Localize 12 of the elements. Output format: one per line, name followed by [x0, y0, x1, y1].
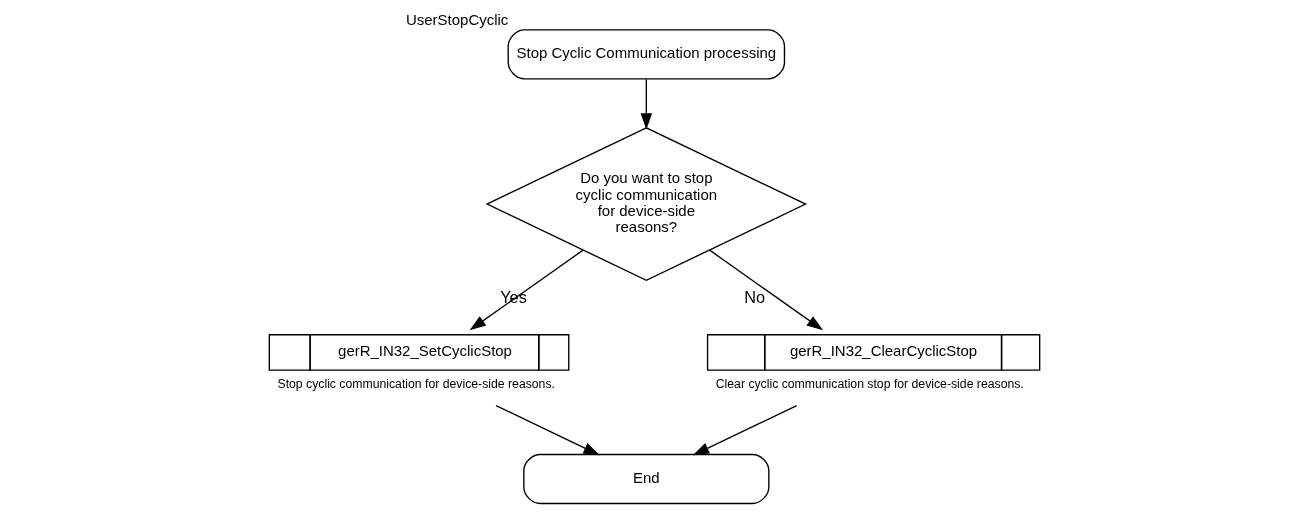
node-box: Stop Cyclic Communication processing — [507, 29, 786, 80]
arrow — [708, 249, 824, 331]
node-diamond: Do you want to stop cyclic communication for device-side reasons? — [485, 127, 808, 282]
arrow — [692, 404, 798, 456]
arrow — [469, 249, 584, 331]
edge-label: No — [744, 287, 766, 306]
node-box: End — [523, 453, 770, 505]
arrow — [495, 404, 600, 456]
arrow — [640, 78, 653, 130]
node-label: Stop cyclic communication for device-side reasons. — [277, 377, 555, 392]
node-label: UserStopCyclic — [406, 11, 509, 29]
node-label: Clear cyclic communication stop for device-side reasons. — [715, 377, 1024, 392]
